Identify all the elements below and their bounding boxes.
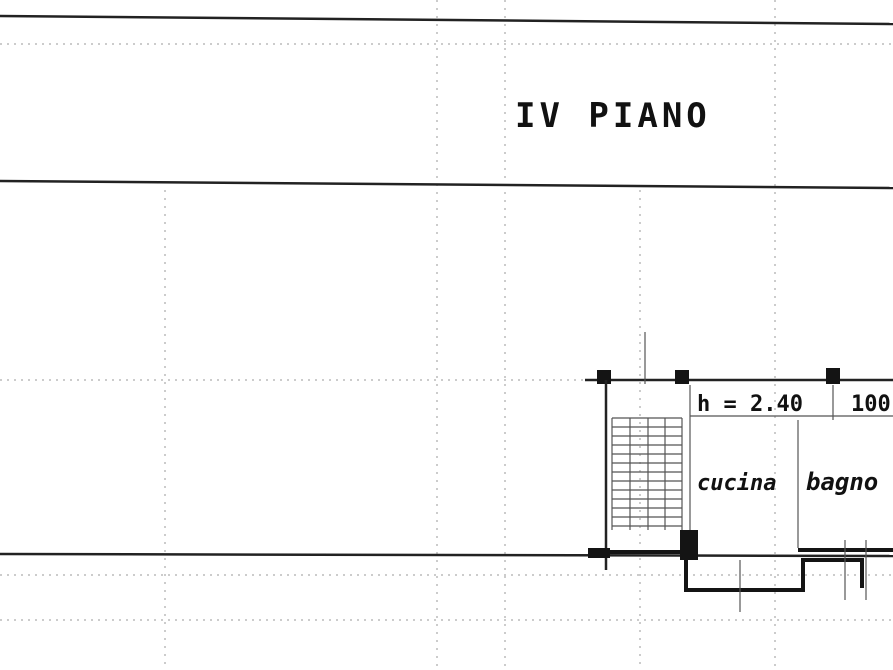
dimension-value-label: 100 [851,392,891,417]
room-label-bath: bagno [806,468,878,496]
walls [588,420,893,612]
title-band-bottom-line [0,179,893,190]
stair-hatch [604,380,683,570]
floor-title: IV PIANO [515,96,711,136]
room-label-kitchen: cucina [697,471,776,496]
title-band-top-line [0,14,893,26]
floor-level-line [0,552,893,558]
ceiling-height-label: h = 2.40 [697,392,803,417]
dimension-line [585,332,893,420]
